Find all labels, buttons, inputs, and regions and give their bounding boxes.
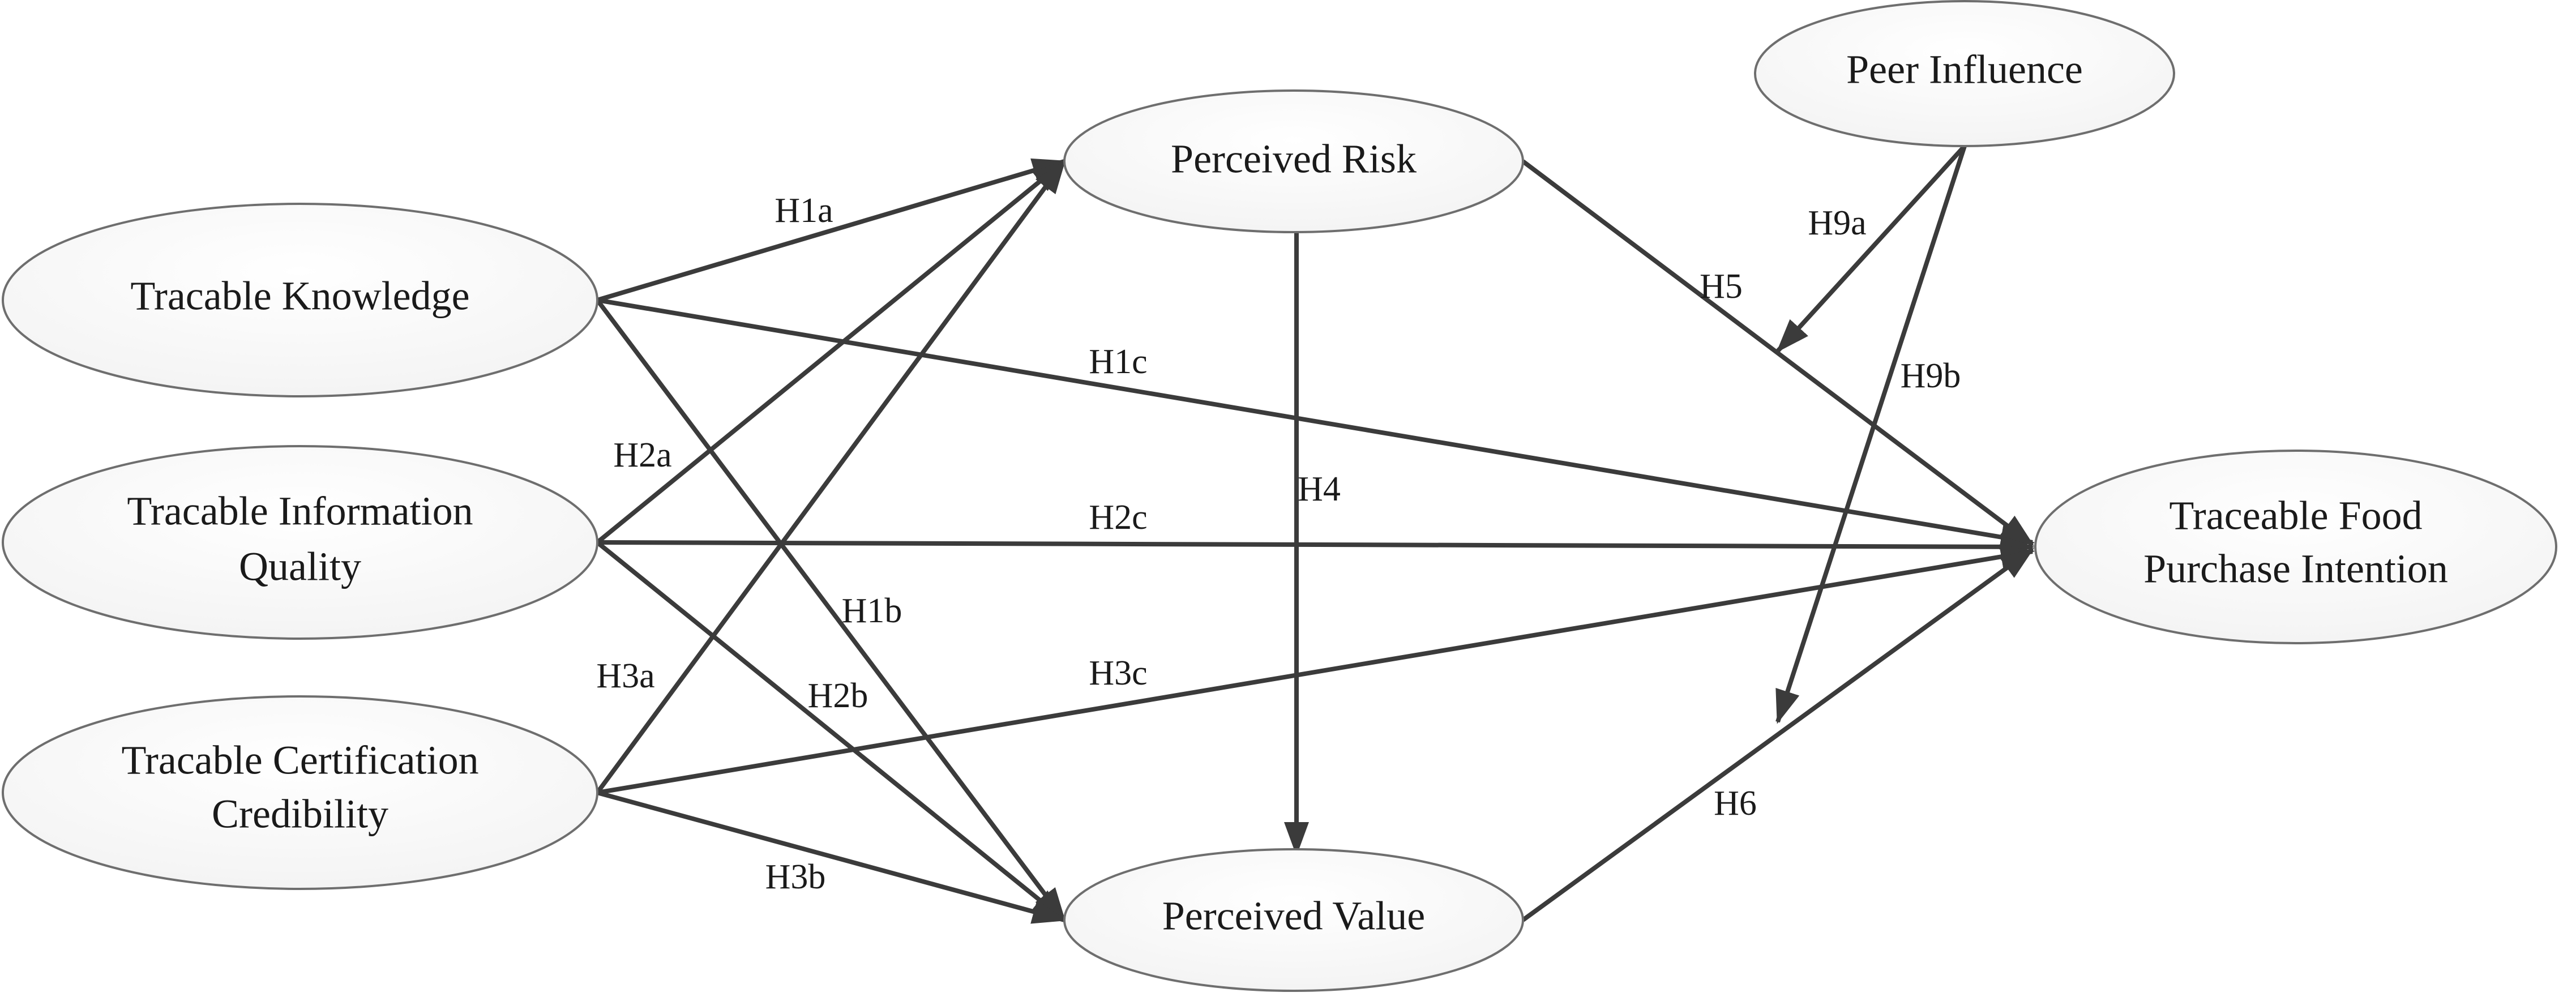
label-h2a: H2a — [613, 436, 671, 474]
node-shape-perceived-risk — [1063, 89, 1524, 233]
node-label-tracable-knowledge: Tracable Knowledge — [130, 273, 469, 319]
label-h9a: H9a — [1808, 204, 1866, 242]
node-shape-tracable-information-quality — [2, 445, 598, 640]
arrow-h6 — [1521, 547, 2035, 922]
label-h3b: H3b — [765, 858, 826, 896]
label-h2c: H2c — [1089, 498, 1147, 537]
label-h3a: H3a — [596, 657, 654, 695]
label-h1b: H1b — [842, 592, 902, 630]
arrow-h2b — [596, 540, 1067, 922]
arrow-h3a — [595, 159, 1067, 794]
label-h1a: H1a — [774, 191, 833, 230]
node-perceived-value: Perceived Value — [1063, 848, 1524, 992]
edges-layer — [595, 144, 2035, 924]
arrow-h3b — [596, 790, 1067, 924]
label-h1c: H1c — [1089, 343, 1147, 381]
node-shape-perceived-value — [1063, 848, 1524, 992]
node-traceable-food-purchase-intention: Traceable Food Purchase Intention — [2034, 450, 2557, 644]
arrow-h1b — [595, 298, 1067, 922]
arrow-h1c — [597, 298, 2035, 550]
node-tracable-certification-credibility: Tracable Certification Credibility — [2, 695, 598, 890]
arrow-h2c — [597, 534, 2035, 559]
label-h4: H4 — [1298, 470, 1341, 508]
label-h5: H5 — [1700, 267, 1743, 306]
node-perceived-risk: Perceived Risk — [1063, 89, 1524, 233]
arrow-h5 — [1521, 159, 2035, 547]
node-shape-peer-influence — [1754, 0, 2175, 147]
label-h6: H6 — [1714, 784, 1757, 823]
arrow-h2a — [596, 159, 1067, 545]
node-shape-tracable-knowledge — [2, 203, 598, 397]
arrow-h3c — [597, 544, 2035, 795]
node-label-tracable-information-quality-line1: Tracable Information — [127, 489, 473, 534]
label-h3c: H3c — [1089, 654, 1147, 692]
label-h9b: H9b — [1901, 357, 1961, 395]
node-label-perceived-risk: Perceived Risk — [1171, 136, 1417, 182]
node-label-tracable-certification-credibility-line1: Tracable Certification — [121, 738, 478, 783]
node-label-perceived-value: Perceived Value — [1162, 893, 1425, 939]
node-label-tracable-information-quality-line2: Quality — [239, 544, 361, 589]
arrow-h9b — [1775, 145, 1967, 724]
node-label-traceable-food-purchase-intention-line2: Purchase Intention — [2143, 546, 2448, 592]
node-label-peer-influence: Peer Influence — [1846, 47, 2083, 92]
node-shape-traceable-food-purchase-intention — [2034, 450, 2557, 644]
node-shape-tracable-certification-credibility — [2, 695, 598, 890]
node-peer-influence: Peer Influence — [1754, 0, 2175, 147]
node-tracable-knowledge: Tracable Knowledge — [2, 203, 598, 397]
label-h2b: H2b — [808, 677, 868, 715]
node-label-tracable-certification-credibility-line2: Credibility — [212, 792, 388, 837]
node-label-traceable-food-purchase-intention-line1: Traceable Food — [2169, 493, 2422, 538]
arrow-h1a — [596, 158, 1067, 302]
node-tracable-information-quality: Tracable Information Quality — [2, 445, 598, 640]
edge-labels-layer: H1a H1b H1c H2a H2b H2c H3a H3b H3c H4 H… — [596, 191, 1961, 896]
arrow-h9a — [1776, 144, 1966, 353]
